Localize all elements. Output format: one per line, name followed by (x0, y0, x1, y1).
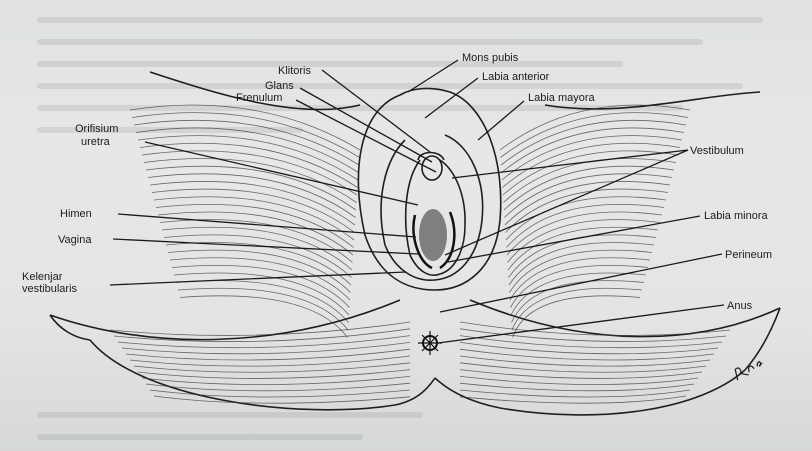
leader-glans (300, 88, 432, 162)
hatch-stroke (154, 197, 354, 240)
hatch-stroke (146, 166, 356, 210)
hatch-stroke (460, 342, 718, 353)
hatch-stroke (144, 159, 357, 203)
hatch-stroke (460, 349, 714, 360)
hatch-stroke (138, 136, 358, 180)
label-orifisium-2: uretra (81, 136, 111, 148)
label-himen: Himen (60, 208, 92, 220)
hatch-stroke (512, 281, 645, 323)
label-anus: Anus (727, 300, 753, 312)
label-mons-pubis: Mons pubis (462, 52, 519, 64)
label-labia-mayora: Labia mayora (528, 92, 596, 104)
hatch-stroke (122, 342, 410, 353)
hatch-stroke (126, 349, 410, 360)
label-kelenjar-2: vestibularis (22, 283, 78, 295)
leader-himen (118, 214, 416, 237)
leader-lines (110, 60, 724, 343)
leader-vestibulum-1 (452, 150, 688, 178)
hatch-stroke (507, 204, 665, 247)
leader-perineum (440, 254, 722, 312)
hatch-stroke (180, 296, 348, 338)
hatch-stroke (500, 105, 690, 150)
hatch-stroke (511, 265, 649, 307)
leader-vagina (113, 239, 418, 254)
hatch-stroke (502, 136, 682, 180)
label-labia-anterior: Labia anterior (482, 71, 550, 83)
label-vagina: Vagina (58, 234, 92, 246)
hatch-stroke (164, 235, 352, 278)
bleed-through-text (40, 20, 760, 437)
hatch-stroke (152, 189, 355, 232)
hatch-stroke (502, 128, 685, 173)
hatch-stroke (504, 166, 674, 210)
hatch-stroke (512, 288, 642, 330)
hatch-stroke (501, 120, 686, 165)
hatch-stroke (178, 288, 348, 330)
hatch-stroke (132, 113, 360, 158)
hatch-stroke (162, 227, 352, 270)
hatch-stroke (510, 250, 653, 292)
hatch-stroke (460, 370, 702, 379)
hatch-stroke (501, 113, 689, 158)
hatch-stroke (460, 376, 698, 384)
hatch-stroke (110, 322, 410, 335)
hatch-stroke (138, 370, 410, 379)
leader-anus (438, 305, 724, 343)
hatch-stroke (148, 174, 356, 218)
label-glans: Glans (265, 80, 294, 92)
hatch-stroke (504, 159, 677, 203)
hatch-stroke (503, 151, 678, 195)
hatch-stroke (142, 376, 410, 384)
leader-labia-minora (448, 216, 700, 262)
genital-region (358, 88, 500, 355)
label-kelenjar-1: Kelenjar (22, 271, 63, 283)
leader-vestibulum-2 (445, 150, 688, 255)
hatch-stroke (505, 174, 673, 218)
hatch-stroke (168, 250, 351, 292)
label-frenulum: Frenulum (236, 92, 282, 104)
hatch-stroke (460, 336, 722, 348)
leader-orifisium (145, 142, 418, 205)
label-vestibulum: Vestibulum (690, 145, 744, 157)
hatch-stroke (511, 273, 646, 315)
label-klitoris: Klitoris (278, 65, 312, 77)
label-perineum: Perineum (725, 249, 772, 261)
label-labia-minora: Labia minora (704, 210, 768, 222)
hatch-stroke (156, 204, 354, 247)
hatch-stroke (142, 151, 357, 195)
label-orifisium-1: Orifisium (75, 123, 118, 135)
hatch-stroke (460, 356, 710, 366)
hatch-stroke (158, 212, 353, 255)
hatch-stroke (160, 220, 353, 263)
